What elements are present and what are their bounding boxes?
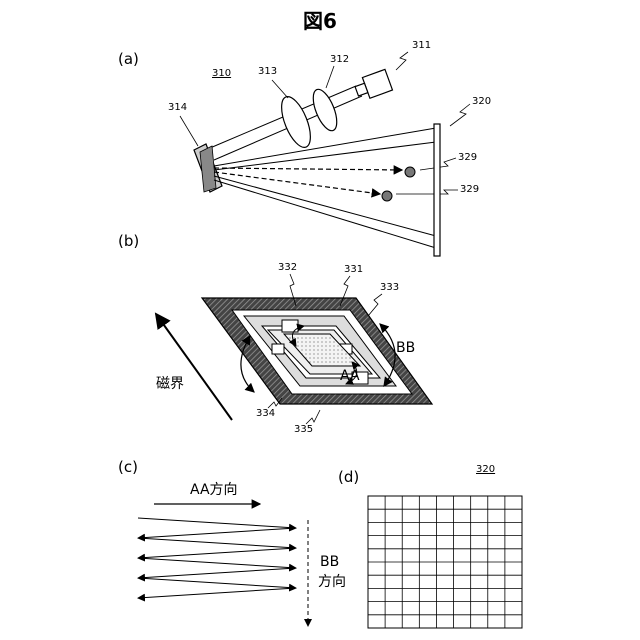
ref-310: 310 <box>212 68 231 79</box>
ref-332: 332 <box>278 262 297 273</box>
panel-c: (c) AA方向 BB 方向 <box>118 458 346 626</box>
panel-b: (b) BB AA 332 331 333 334 335 <box>118 232 432 435</box>
lens-313 <box>276 93 317 151</box>
label-magnetic-field: 磁界 <box>156 376 184 392</box>
panel-c-label: (c) <box>118 458 138 476</box>
magnetic-field-arrow <box>156 314 232 420</box>
label-bb-c: BB <box>320 554 339 570</box>
ref-313: 313 <box>258 66 277 77</box>
ref-320: 320 <box>472 96 491 107</box>
panel-d: (d) 320 <box>338 464 522 628</box>
ref-312: 312 <box>330 54 349 65</box>
panel-a-label: (a) <box>118 50 139 68</box>
ref-334: 334 <box>256 408 275 419</box>
ref-314: 314 <box>168 102 187 113</box>
ref-335: 335 <box>294 424 313 435</box>
ref-333: 333 <box>380 282 399 293</box>
panel-a: (a) 310 311 312 313 314 <box>118 40 491 256</box>
label-bb: BB <box>396 340 415 356</box>
figure-title: 図6 <box>303 9 337 33</box>
label-aa-direction: AA方向 <box>190 482 238 498</box>
particle-329-b <box>382 191 392 201</box>
projection-grid <box>368 496 522 628</box>
particle-329-a <box>405 167 415 177</box>
screen-320 <box>434 124 440 256</box>
label-bb-direction: 方向 <box>318 574 346 590</box>
ref-311: 311 <box>412 40 431 51</box>
panel-b-label: (b) <box>118 232 139 250</box>
ref-329-b: 329 <box>460 184 479 195</box>
lens-312 <box>308 86 341 134</box>
ref-320-d: 320 <box>476 464 495 475</box>
panel-d-label: (d) <box>338 468 359 486</box>
ref-331: 331 <box>344 264 363 275</box>
label-aa: AA <box>340 368 360 384</box>
ref-329-a: 329 <box>458 152 477 163</box>
raster-scan-path <box>138 518 296 598</box>
